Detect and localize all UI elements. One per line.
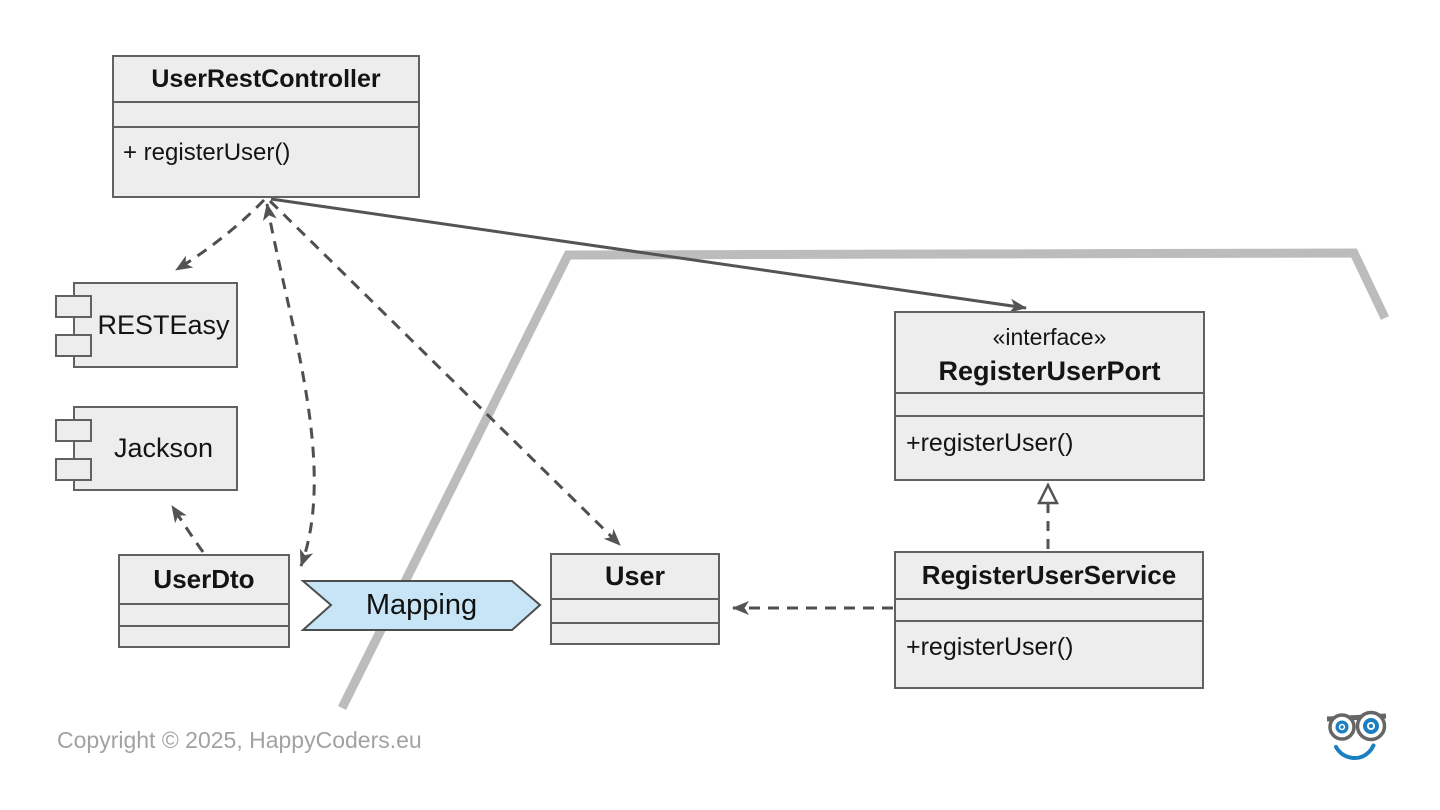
class-attributes-empty [896,598,1202,620]
class-title: User [604,561,666,591]
interface-method: +registerUser() [896,415,1203,479]
class-title: RegisterUserService [921,560,1177,590]
component-tab-icon [55,295,92,318]
component-label: Jackson [113,433,214,463]
class-title: UserRestController [151,65,381,93]
dependency-controller-to-resteasy [175,198,266,272]
component-jackson: Jackson [55,406,238,491]
dependency-userdto-to-jackson [170,505,205,553]
class-attributes-empty [120,603,288,625]
component-resteasy: RESTEasy [55,282,238,368]
class-method: + registerUser() [114,126,418,196]
class-attributes-empty [552,598,718,622]
copyright-text: Copyright © 2025, HappyCoders.eu [57,727,422,753]
component-tab-icon [55,334,92,357]
component-tab-icon [55,458,92,481]
mapping-banner-shape [300,580,542,631]
left-eye-pupil [1340,725,1344,729]
right-eye-pupil [1368,723,1374,729]
class-title: UserDto [153,564,255,594]
realization-hollow-triangle [1036,482,1060,505]
class-register-user-service: RegisterUserService +registerUser() [894,551,1204,689]
interface-title: RegisterUserPort [938,356,1161,386]
class-method: +registerUser() [896,620,1202,687]
interface-attributes-empty [896,392,1203,415]
class-methods-empty [120,625,288,646]
class-user-rest-controller: UserRestController + registerUser() [112,55,420,198]
class-attributes-empty [114,101,418,126]
interface-stereotype: «interface» [992,324,1107,350]
hexagon-boundary-line [337,248,1390,711]
interface-register-user-port: «interface» RegisterUserPort +registerUs… [894,311,1205,481]
happycoders-logo-icon [1326,710,1387,760]
mapping-banner-label: Mapping [365,589,478,621]
smile-curve [1334,743,1376,760]
dependency-controller-to-user [268,199,622,547]
class-user: User [550,553,720,645]
association-controller-to-port [270,197,1027,313]
component-tab-icon [55,419,92,442]
class-methods-empty [552,622,718,643]
class-user-dto: UserDto [118,554,290,648]
component-label: RESTEasy [97,309,230,340]
dependency-controller-to-userdto [262,203,316,567]
